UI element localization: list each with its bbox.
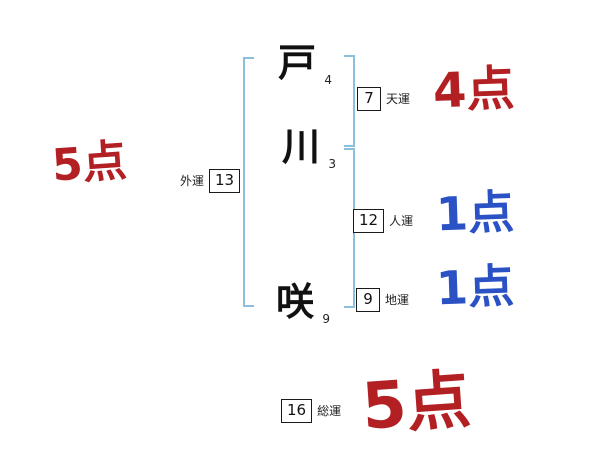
total-luck-score: 5点 xyxy=(359,363,473,445)
total-luck-label: 総運 xyxy=(317,404,342,419)
earth-luck-label: 地運 xyxy=(385,293,410,308)
name-character-3: 咲 9 xyxy=(276,280,330,325)
kanji-glyph: 戸 xyxy=(278,41,317,85)
outer-luck-row: 外運 13 xyxy=(180,169,241,193)
heaven-luck-score: 4点 xyxy=(432,60,516,120)
name-character-1: 戸 4 xyxy=(278,41,332,86)
outer-luck-value: 13 xyxy=(209,169,241,193)
total-luck-value: 16 xyxy=(281,399,313,423)
total-luck-row: 16 総運 xyxy=(281,399,341,423)
left-bracket xyxy=(243,57,254,307)
heaven-luck-value: 7 xyxy=(357,87,381,111)
kanji-glyph: 咲 xyxy=(276,280,315,324)
earth-luck-value: 9 xyxy=(356,288,380,312)
person-luck-label: 人運 xyxy=(389,214,414,229)
person-luck-score: 1点 xyxy=(435,184,515,242)
stroke-count: 3 xyxy=(328,157,337,171)
kanji-glyph: 川 xyxy=(282,125,321,169)
person-luck-row: 12 人運 xyxy=(353,209,413,233)
heaven-luck-label: 天運 xyxy=(386,92,411,107)
person-luck-value: 12 xyxy=(353,209,385,233)
stroke-count: 9 xyxy=(322,312,331,326)
stroke-count: 4 xyxy=(324,73,333,87)
outer-luck-label: 外運 xyxy=(180,174,205,189)
earth-luck-score: 1点 xyxy=(435,258,515,316)
outer-luck-score: 5点 xyxy=(50,135,129,192)
name-character-2: 川 3 xyxy=(282,125,336,170)
heaven-luck-bracket xyxy=(344,55,355,147)
heaven-luck-row: 7 天運 xyxy=(357,87,410,111)
earth-luck-row: 9 地運 xyxy=(356,288,409,312)
